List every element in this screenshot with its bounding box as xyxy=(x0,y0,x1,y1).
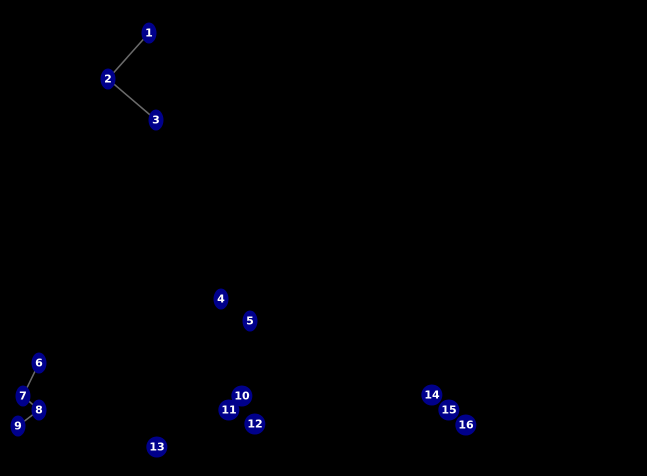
som-marker-10[interactable]: 10 xyxy=(231,385,253,407)
som-marker-12[interactable]: 12 xyxy=(244,413,266,435)
som-marker-3[interactable]: 3 xyxy=(148,109,164,131)
som-marker-11[interactable]: 11 xyxy=(218,399,240,421)
som-marker-13[interactable]: 13 xyxy=(146,436,168,458)
som-marker-5[interactable]: 5 xyxy=(242,310,258,332)
som-marker-6[interactable]: 6 xyxy=(31,352,47,374)
som-marker-15[interactable]: 15 xyxy=(438,399,460,421)
som-marker-8[interactable]: 8 xyxy=(31,399,47,421)
som-marker-2[interactable]: 2 xyxy=(100,68,116,90)
som-marker-4[interactable]: 4 xyxy=(213,288,229,310)
som-marker-14[interactable]: 14 xyxy=(421,384,443,406)
som-marker-7[interactable]: 7 xyxy=(15,385,31,407)
som-marker-9[interactable]: 9 xyxy=(10,415,26,437)
som-marker-1[interactable]: 1 xyxy=(141,22,157,44)
som-marker-16[interactable]: 16 xyxy=(455,414,477,436)
